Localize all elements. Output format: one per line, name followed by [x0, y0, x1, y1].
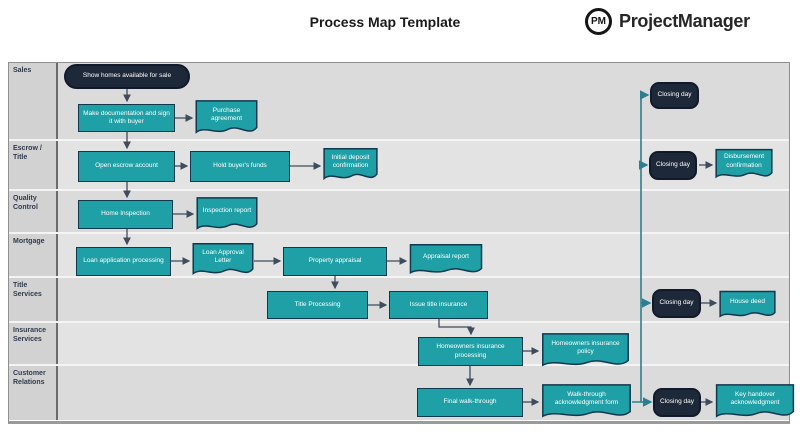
- node-closing-day-escrow: Closing day: [649, 151, 697, 180]
- document-shape-icon: [715, 383, 795, 421]
- lane-label-customer-relations: Customer Relations: [9, 366, 58, 420]
- node-insurance-processing: Homeowners insurance processing: [418, 337, 523, 366]
- node-title-processing: Title Processing: [267, 291, 368, 319]
- doc-insurance-policy-label: Homeowners insurance policy: [551, 339, 620, 355]
- node-open-escrow-label: Open escrow account: [95, 162, 158, 170]
- document-shape-icon: [719, 290, 776, 320]
- node-property-appraisal: Property appraisal: [283, 247, 387, 276]
- node-home-inspection: Home Inspection: [78, 200, 173, 229]
- node-make-documentation: Make documentation and sign it with buye…: [78, 104, 175, 132]
- document-shape-icon: [192, 242, 254, 278]
- node-home-inspection-label: Home Inspection: [101, 210, 150, 218]
- lane-label-sales: Sales: [9, 63, 58, 139]
- doc-initial-deposit-label: Initial deposit confirmation: [331, 153, 370, 169]
- doc-key-handover-label: Key handover acknowledgment: [730, 390, 780, 406]
- page-title: Process Map Template: [309, 14, 461, 30]
- node-final-walkthrough: Final walk-through: [417, 388, 523, 417]
- node-title-processing-label: Title Processing: [294, 300, 341, 308]
- doc-loan-letter: Loan Approval Letter: [192, 242, 254, 278]
- doc-walkthrough-form: Walk-through acknowledgment form: [541, 383, 632, 421]
- document-shape-icon: [323, 147, 378, 183]
- doc-purchase-agreement-label: Purchase agreement: [210, 106, 243, 122]
- lane-insurance-services: Insurance Services: [9, 323, 789, 366]
- document-shape-icon: [196, 196, 258, 233]
- node-final-walkthrough-label: Final walk-through: [443, 398, 497, 406]
- doc-loan-letter-label: Loan Approval Letter: [202, 248, 244, 264]
- brand-logo: PM ProjectManager: [585, 8, 750, 35]
- document-shape-icon: [409, 243, 483, 277]
- lane-quality-control: Quality Control: [9, 191, 789, 234]
- lane-escrow-title: Escrow / Title: [9, 141, 789, 191]
- lane-label-mortgage: Mortgage: [9, 234, 58, 276]
- doc-appraisal-report-label: Appraisal report: [423, 252, 469, 260]
- node-closing-day-sales: Closing day: [650, 82, 699, 109]
- node-hold-funds-label: Hold buyer's funds: [213, 162, 267, 170]
- node-insurance-processing-label: Homeowners insurance processing: [436, 343, 505, 359]
- pm-logo-icon: PM: [585, 8, 612, 35]
- node-property-appraisal-label: Property appraisal: [308, 257, 362, 265]
- node-closing-day-customer-label: Closing day: [660, 398, 694, 406]
- doc-walkthrough-form-label: Walk-through acknowledgment form: [554, 390, 619, 406]
- document-shape-icon: [541, 383, 632, 421]
- lane-label-quality-control: Quality Control: [9, 191, 58, 232]
- document-shape-icon: [195, 99, 258, 137]
- doc-initial-deposit: Initial deposit confirmation: [323, 147, 378, 183]
- doc-key-handover: Key handover acknowledgment: [715, 383, 795, 421]
- doc-inspection-report: Inspection report: [196, 196, 258, 233]
- node-open-escrow: Open escrow account: [78, 151, 175, 182]
- node-loan-processing: Loan application processing: [76, 247, 171, 276]
- document-shape-icon: [715, 148, 773, 181]
- node-closing-day-escrow-label: Closing day: [656, 161, 690, 169]
- node-hold-funds: Hold buyer's funds: [190, 151, 290, 182]
- node-show-homes: Show homes available for sale: [64, 64, 190, 89]
- node-closing-day-title: Closing day: [652, 289, 701, 318]
- node-loan-processing-label: Loan application processing: [83, 257, 164, 265]
- node-closing-day-title-label: Closing day: [659, 299, 694, 307]
- doc-insurance-policy: Homeowners insurance policy: [541, 332, 630, 370]
- node-closing-day-sales-label: Closing day: [657, 91, 692, 99]
- node-issue-title: Issue title insurance: [389, 291, 488, 319]
- document-shape-icon: [541, 332, 630, 370]
- doc-disbursement-label: Disbursement confirmation: [723, 153, 765, 169]
- lane-body-quality-control: [58, 191, 789, 232]
- node-issue-title-label: Issue title insurance: [409, 300, 468, 308]
- node-show-homes-label: Show homes available for sale: [82, 72, 172, 80]
- doc-house-deed-label: House deed: [729, 297, 766, 305]
- node-closing-day-customer: Closing day: [653, 388, 701, 417]
- doc-purchase-agreement: Purchase agreement: [195, 99, 258, 137]
- doc-house-deed: House deed: [719, 290, 776, 320]
- brand-name: ProjectManager: [619, 11, 750, 31]
- lane-label-escrow-title: Escrow / Title: [9, 141, 58, 189]
- lane-label-title-services: Title Services: [9, 278, 58, 321]
- doc-disbursement: Disbursement confirmation: [715, 148, 773, 181]
- pm-logo-monogram: PM: [591, 16, 606, 27]
- doc-appraisal-report: Appraisal report: [409, 243, 483, 277]
- node-make-documentation-label: Make documentation and sign it with buye…: [83, 109, 170, 125]
- doc-inspection-report-label: Inspection report: [202, 207, 252, 215]
- lane-label-insurance-services: Insurance Services: [9, 323, 58, 364]
